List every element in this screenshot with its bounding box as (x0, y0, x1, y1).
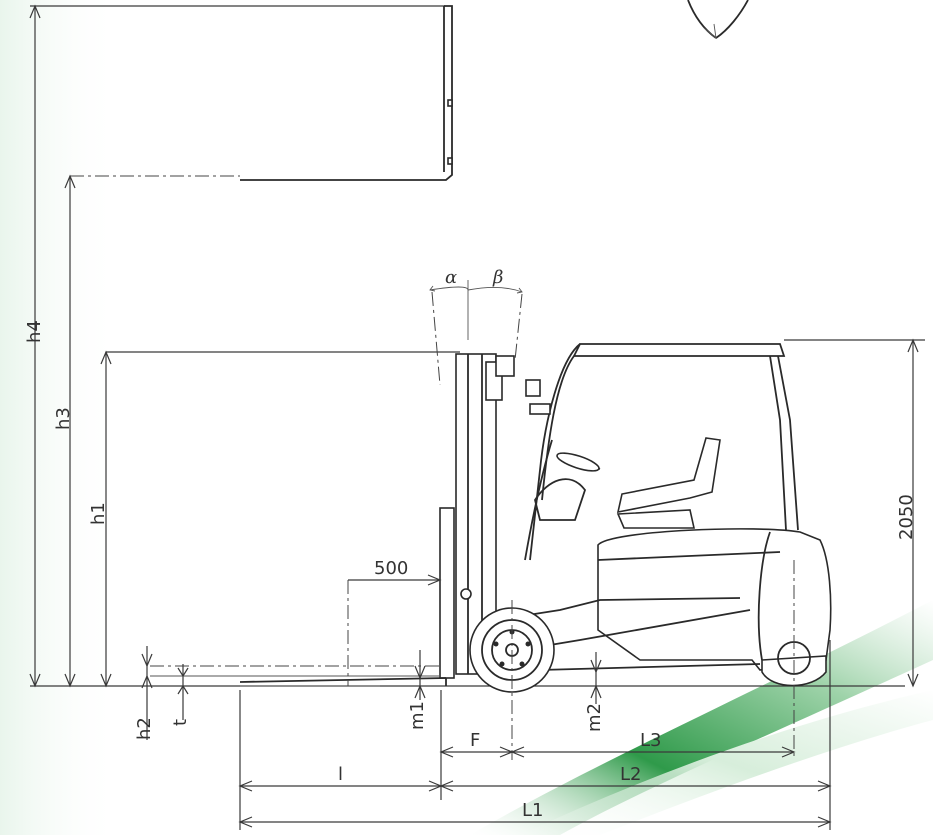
dimension-L1 (238, 816, 832, 828)
raised-forks (30, 5, 453, 181)
dimension-L2 (439, 780, 832, 792)
dimension-h2 (141, 646, 153, 740)
tilt-angle-dimension (429, 280, 523, 386)
label-500: 500 (374, 558, 408, 579)
dimension-h3 (64, 174, 76, 688)
label-t: t (170, 719, 191, 726)
label-m2: m2 (584, 703, 605, 732)
label-h1: h1 (88, 502, 109, 525)
label-h2: h2 (134, 717, 155, 740)
arc-fragment (687, 0, 717, 39)
label-alpha: α (445, 267, 457, 288)
dimension-L3 (510, 746, 796, 758)
label-h4: h4 (24, 320, 45, 343)
truck-body (495, 343, 832, 671)
load-center-dimension (347, 574, 442, 686)
label-L3: L3 (640, 730, 661, 751)
label-m1: m1 (407, 701, 428, 730)
dimension-m1 (414, 650, 426, 700)
background-tint (0, 0, 120, 835)
arc-fragment-2 (715, 0, 749, 39)
arc-arrow (703, 23, 717, 40)
dimension-2050 (784, 338, 925, 688)
label-L1: L1 (522, 800, 543, 821)
label-l: l (338, 764, 343, 785)
label-h3: h3 (53, 407, 74, 430)
dimension-h1 (100, 350, 460, 688)
dimension-t (177, 664, 189, 720)
label-L2: L2 (620, 764, 641, 785)
label-beta: β (492, 267, 503, 288)
label-2050: 2050 (896, 494, 917, 540)
label-F: F (470, 730, 480, 751)
lowered-forks (150, 665, 447, 687)
dimension-m2 (590, 652, 602, 704)
dimension-h4 (29, 4, 41, 688)
